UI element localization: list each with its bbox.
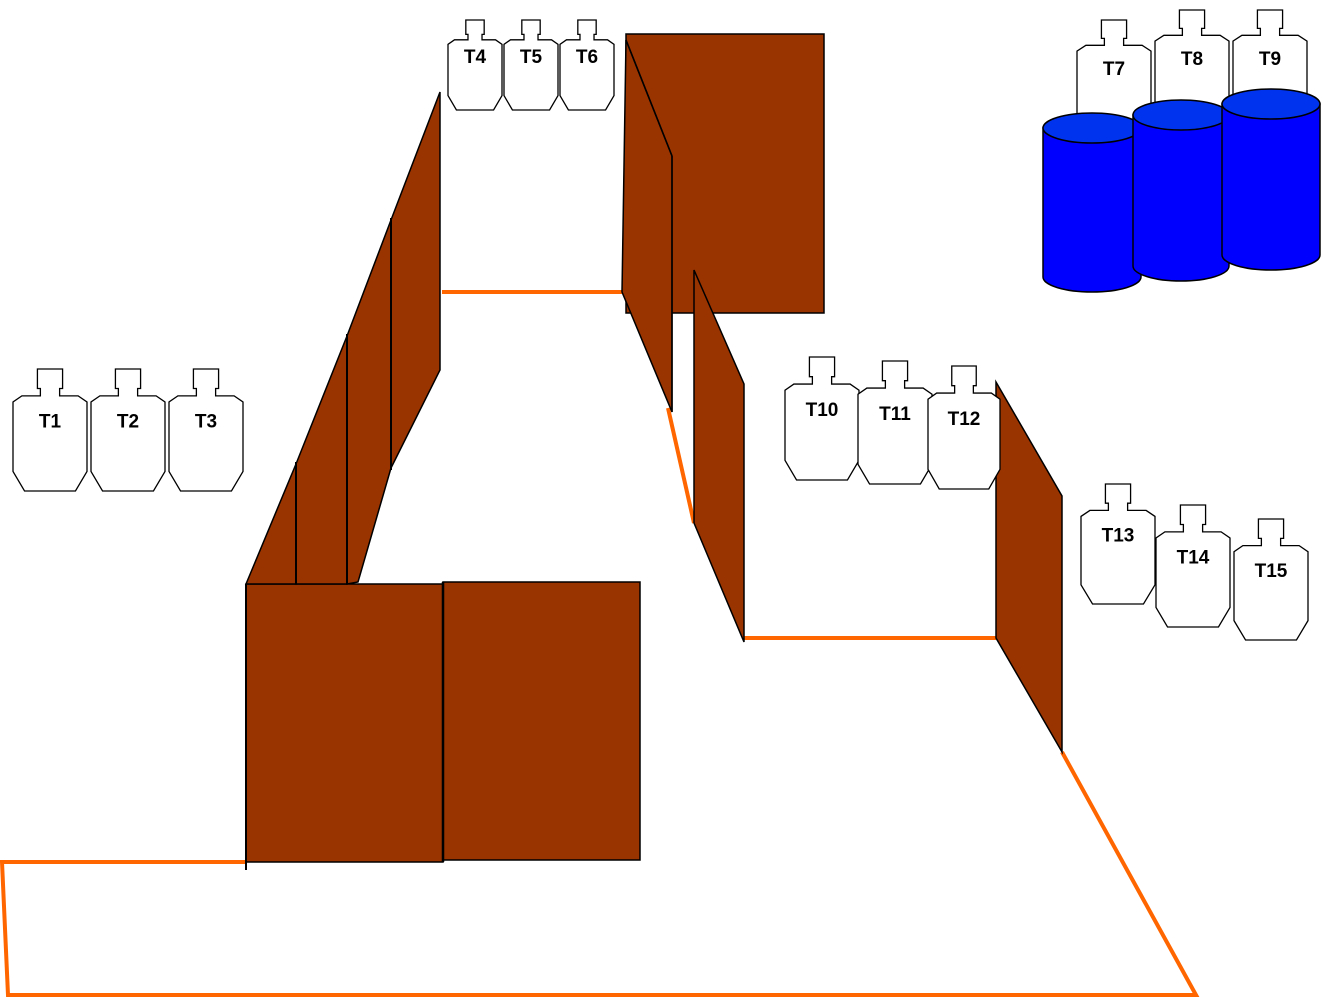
- target-t3: T3: [168, 368, 244, 492]
- target-t8: T8: [1154, 9, 1230, 126]
- target-label: T4: [464, 47, 487, 68]
- barrel-body: [1221, 103, 1321, 271]
- target-t6: T6: [559, 19, 615, 111]
- target-label: T13: [1102, 526, 1135, 547]
- target-silhouette: [927, 365, 1001, 490]
- target-label: T11: [879, 404, 911, 425]
- wall-front-right: [442, 581, 641, 861]
- target-silhouette: [1233, 518, 1309, 641]
- wall-middle-right: [693, 269, 745, 643]
- target-silhouette: [168, 368, 244, 492]
- barrel-icon: [1132, 99, 1230, 282]
- target-label: T6: [576, 47, 598, 68]
- target-silhouette: [1080, 483, 1156, 605]
- target-silhouette: [12, 368, 88, 492]
- barrel-top: [1221, 88, 1321, 120]
- target-label: T12: [948, 409, 981, 430]
- target-silhouette: [447, 19, 503, 111]
- wall-front-left: [245, 583, 444, 863]
- target-label: T9: [1259, 49, 1281, 70]
- target-t2: T2: [90, 368, 166, 492]
- target-t14: T14: [1155, 504, 1231, 628]
- target-label: T1: [39, 412, 62, 433]
- target-silhouette: [1155, 504, 1231, 628]
- wall-diagonal-panel-2: [295, 335, 348, 585]
- barrel-top: [1042, 112, 1142, 144]
- target-t13: T13: [1080, 483, 1156, 605]
- walls: [244, 33, 1063, 870]
- target-t10: T10: [784, 356, 860, 481]
- target-t12: T12: [927, 365, 1001, 490]
- target-silhouette: [857, 360, 933, 485]
- barrel-body: [1132, 114, 1230, 282]
- target-label: T8: [1181, 49, 1203, 70]
- target-label: T5: [520, 47, 543, 68]
- target-label: T2: [117, 412, 139, 433]
- target-silhouette: [784, 356, 860, 481]
- wall-diagonal-panel-1: [244, 463, 297, 585]
- wall-diagonal-panel-3: [346, 219, 392, 585]
- fault-lines: [0, 290, 1200, 997]
- barrels: [1042, 88, 1321, 293]
- barrel-top: [1132, 99, 1230, 131]
- target-silhouette: [90, 368, 166, 492]
- target-label: T10: [806, 400, 839, 421]
- fault-line-middle: [666, 407, 696, 524]
- target-silhouette: [503, 19, 559, 111]
- target-label: T7: [1103, 59, 1125, 80]
- target-t4: T4: [447, 19, 503, 111]
- target-t11: T11: [857, 360, 933, 485]
- barrel-body: [1042, 127, 1142, 293]
- target-label: T3: [195, 412, 217, 433]
- barrel-icon: [1042, 112, 1142, 293]
- target-label: T15: [1255, 561, 1288, 582]
- target-t5: T5: [503, 19, 559, 111]
- target-silhouette: [559, 19, 615, 111]
- barrel-icon: [1221, 88, 1321, 271]
- wall-far-right: [995, 379, 1063, 755]
- fault-line-left: [0, 751, 1200, 997]
- target-t1: T1: [12, 368, 88, 492]
- wall-diagonal-panel-4: [390, 91, 441, 469]
- target-label: T14: [1177, 548, 1210, 569]
- target-t15: T15: [1233, 518, 1309, 641]
